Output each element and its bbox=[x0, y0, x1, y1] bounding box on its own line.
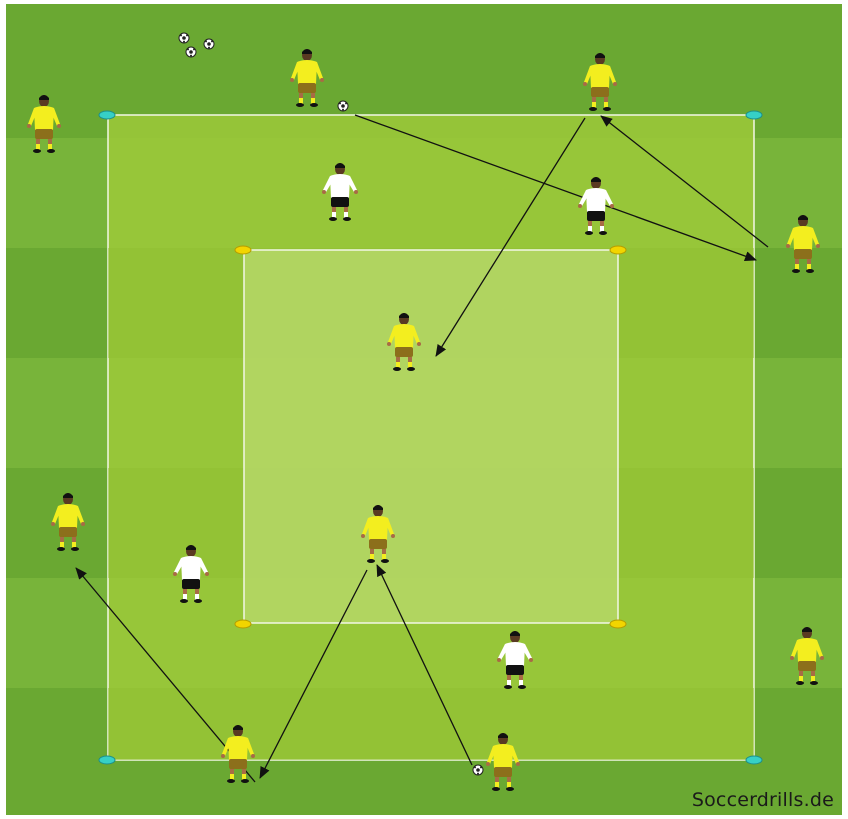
watermark-text: Soccerdrills.de bbox=[692, 789, 834, 811]
cone-icon bbox=[610, 620, 626, 628]
soccer-ball-icon bbox=[179, 33, 189, 43]
cone-icon bbox=[746, 111, 762, 119]
cone-icon bbox=[746, 756, 762, 764]
cone-icon bbox=[99, 756, 115, 764]
cone-icon bbox=[235, 620, 251, 628]
inner-square-area bbox=[244, 250, 618, 623]
cone-icon bbox=[235, 246, 251, 254]
soccer-ball-icon bbox=[204, 39, 214, 49]
cone-icon bbox=[610, 246, 626, 254]
cone-icon bbox=[99, 111, 115, 119]
soccer-ball-icon bbox=[338, 101, 348, 111]
soccer-ball-icon bbox=[186, 47, 196, 57]
soccer-ball-icon bbox=[473, 765, 483, 775]
outer-stripe-3 bbox=[108, 688, 754, 760]
